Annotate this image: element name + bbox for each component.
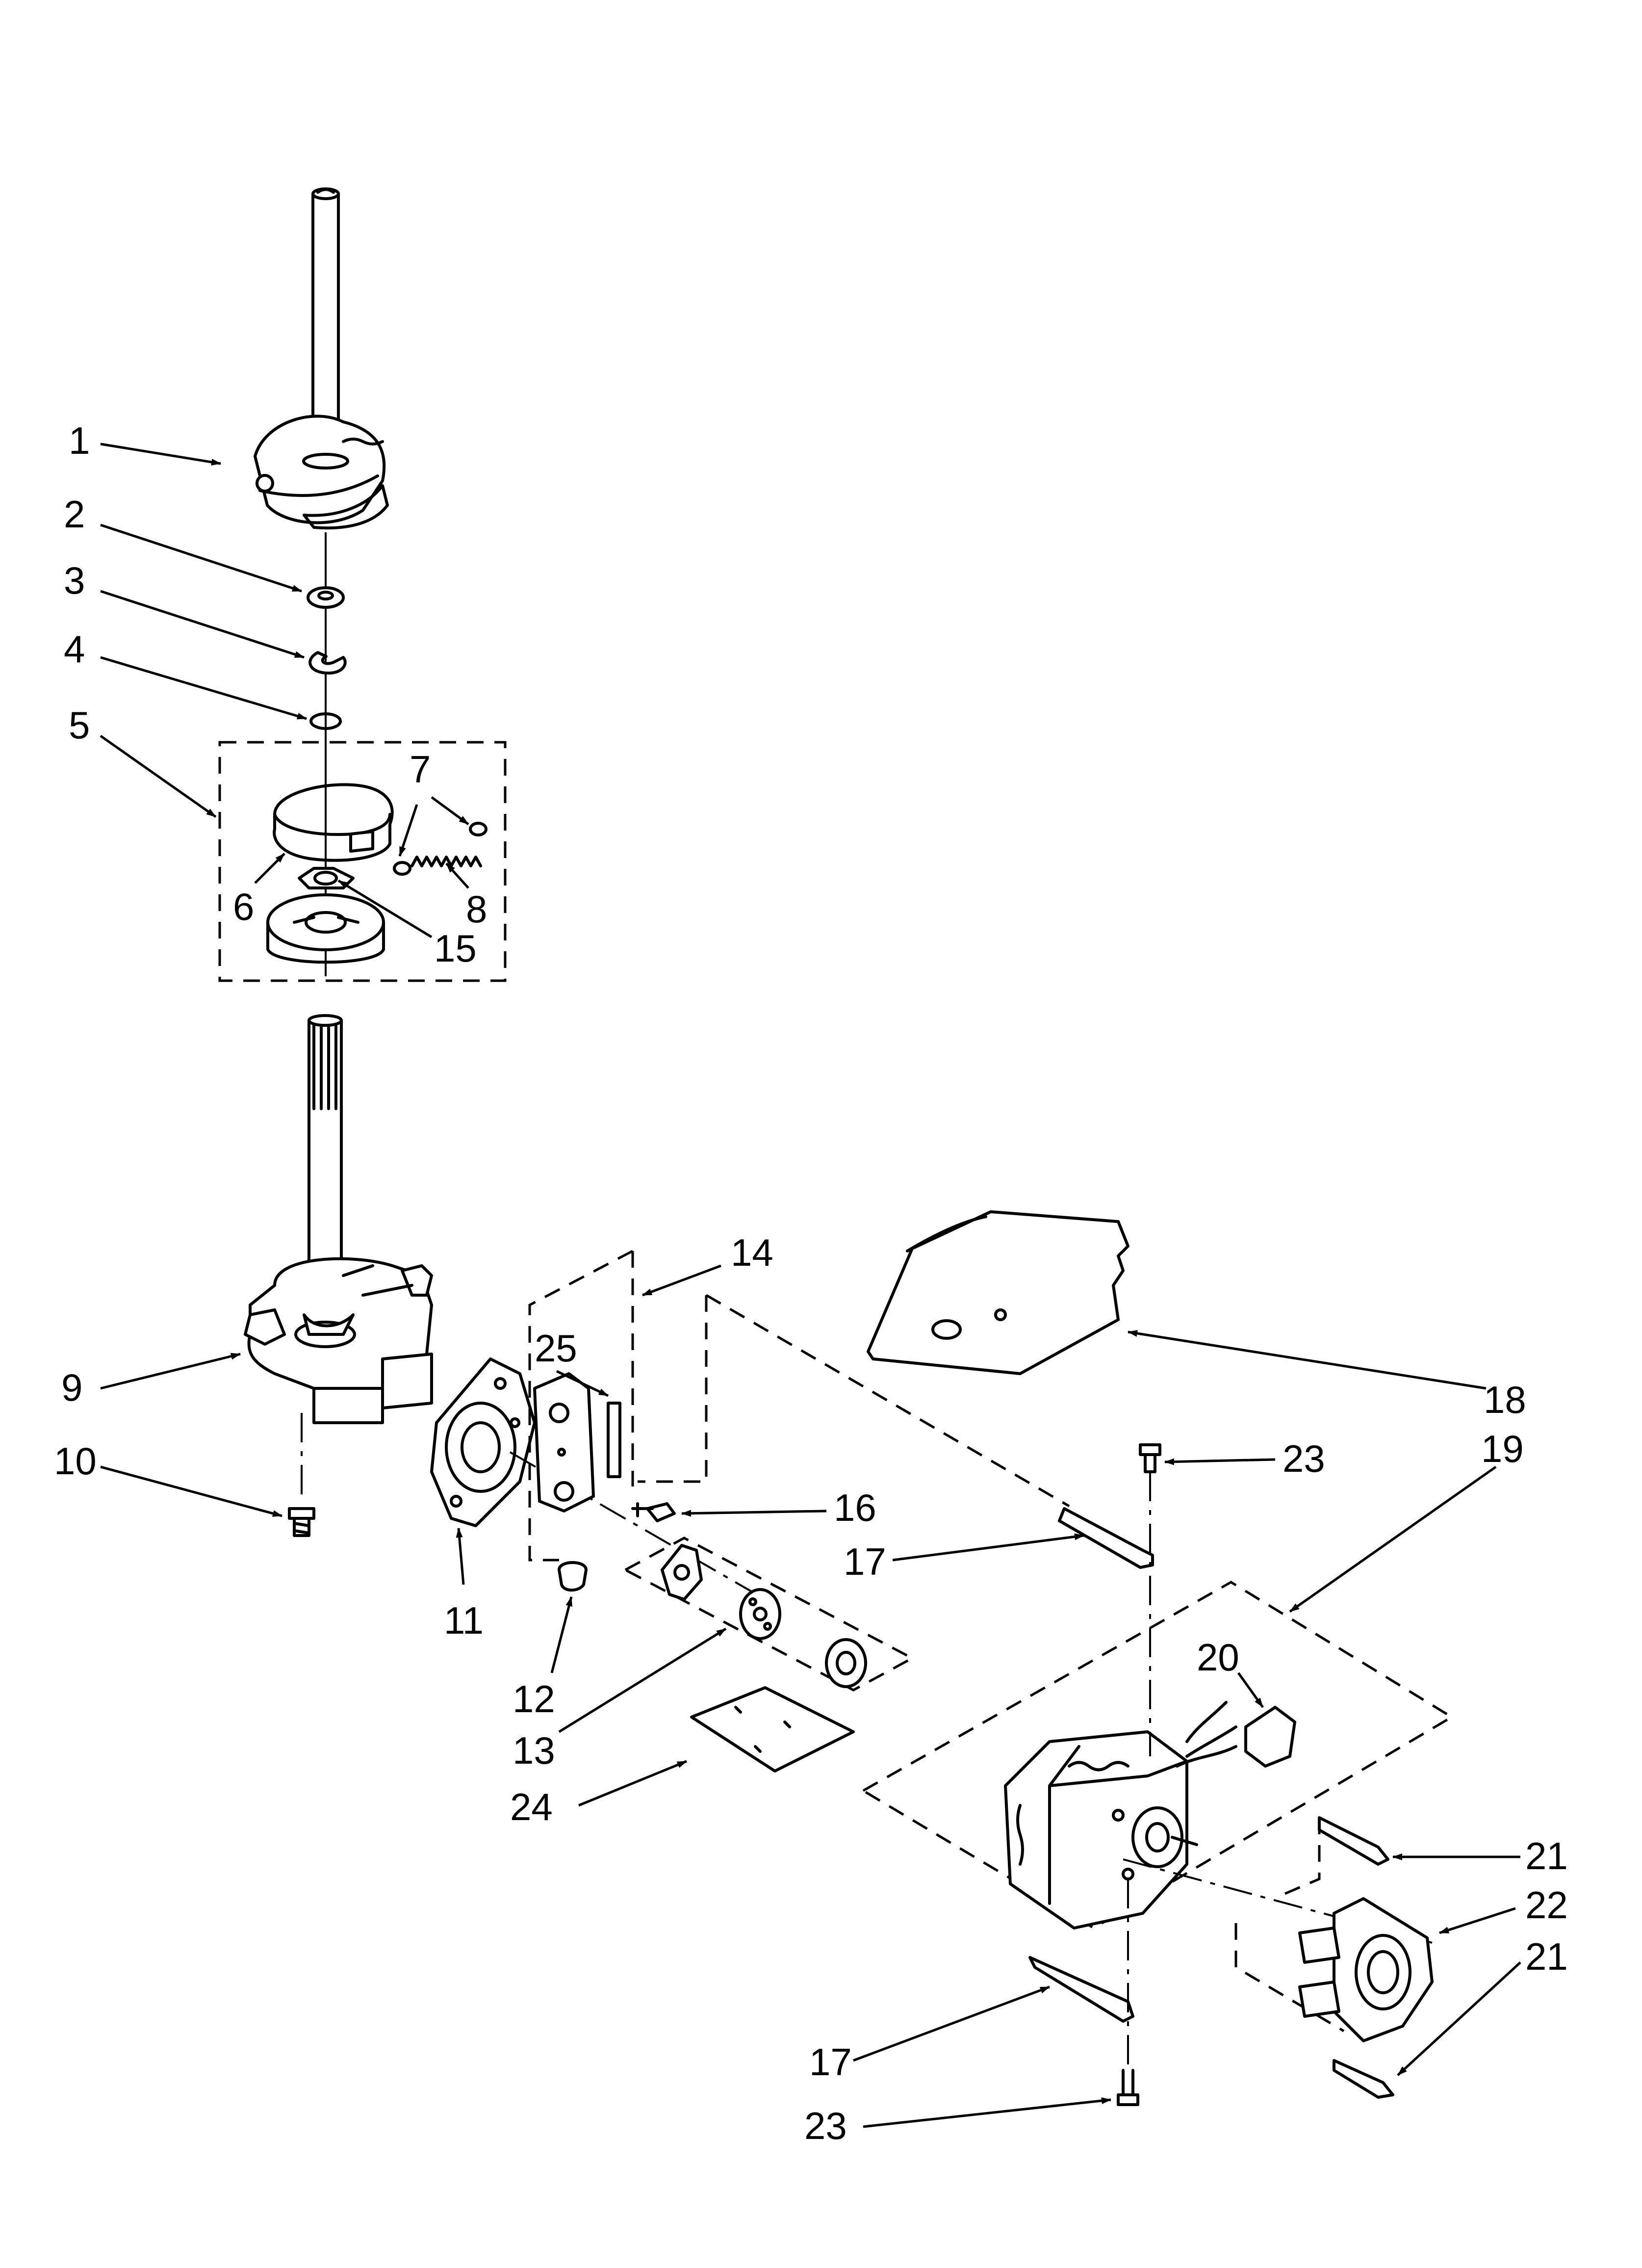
part-4-ring xyxy=(309,712,342,730)
callout-17-upper: 17 xyxy=(844,1540,886,1583)
callout-14: 14 xyxy=(731,1231,773,1274)
callout-5: 5 xyxy=(69,704,90,747)
part-25-gasket xyxy=(533,1372,621,1512)
part-5-group-box xyxy=(218,741,507,982)
part-13-coupler-disc-c xyxy=(825,1638,867,1688)
callout-9: 9 xyxy=(61,1366,82,1409)
callout-21-lower: 21 xyxy=(1525,1935,1568,1978)
callout-15: 15 xyxy=(434,927,477,970)
leader-lines xyxy=(100,443,1521,2128)
part-19-motor xyxy=(1004,1730,1433,1944)
part-16-bolt xyxy=(631,1502,676,1522)
callout-25: 25 xyxy=(535,1327,577,1370)
part-21-bracket-upper xyxy=(1284,1816,1389,1895)
callout-13: 13 xyxy=(513,1729,555,1772)
part-9-transmission xyxy=(244,1014,433,1496)
part-14-group-box xyxy=(528,1250,1070,1562)
part-12-nut xyxy=(558,1561,588,1592)
part-10-screw xyxy=(288,1507,315,1537)
callout-22: 22 xyxy=(1525,1883,1568,1927)
part-17-clip-lower xyxy=(1028,1956,1134,2023)
part-3-clip xyxy=(308,651,347,675)
callout-23-lower: 23 xyxy=(804,2104,847,2147)
callout-20: 20 xyxy=(1197,1636,1239,1679)
callout-2: 2 xyxy=(64,493,85,536)
part-2-washer xyxy=(307,586,345,609)
part-23-screw-lower xyxy=(1117,1879,1139,2106)
callout-18: 18 xyxy=(1484,1378,1526,1421)
callout-12: 12 xyxy=(513,1677,555,1721)
callout-24: 24 xyxy=(510,1785,553,1828)
callout-19: 19 xyxy=(1481,1427,1524,1470)
callout-10: 10 xyxy=(54,1439,97,1483)
part-24-shield xyxy=(690,1686,855,1773)
part-18-cover-plate xyxy=(867,1210,1129,1375)
part-20-switch xyxy=(1176,1701,1296,1768)
part-23-screw-upper xyxy=(1139,1443,1161,1756)
callout-17-lower: 17 xyxy=(809,2040,852,2084)
part-7-spring-caps xyxy=(393,822,487,876)
part-13-coupler-disc-b xyxy=(739,1588,781,1640)
part-21-bracket-lower xyxy=(1234,1923,1394,2099)
callout-labels: 1 2 3 4 5 6 7 8 9 10 11 12 13 14 15 16 1… xyxy=(54,419,1568,2147)
callout-6: 6 xyxy=(233,885,254,928)
callout-11: 11 xyxy=(444,1599,484,1642)
callout-7: 7 xyxy=(410,748,431,791)
callout-8: 8 xyxy=(466,887,487,931)
callout-1: 1 xyxy=(69,419,90,462)
part-8-spring xyxy=(410,856,482,867)
part-11-mounting-plate xyxy=(430,1357,766,1600)
callout-16: 16 xyxy=(834,1486,876,1529)
part-13-coupler-disc-a xyxy=(661,1544,703,1601)
part-22-pump xyxy=(1298,1897,1434,2042)
part-17-clip-upper xyxy=(1058,1507,1154,1569)
part-6-drive-band xyxy=(273,783,394,862)
callout-23-upper: 23 xyxy=(1283,1437,1325,1480)
callout-21-upper: 21 xyxy=(1525,1834,1568,1877)
part-13-coupler-group xyxy=(622,1537,915,1692)
part-1-shaft-cam-assembly xyxy=(254,187,389,976)
part-5-cam-hub xyxy=(266,893,385,964)
callout-3: 3 xyxy=(64,559,85,602)
callout-4: 4 xyxy=(64,627,85,671)
